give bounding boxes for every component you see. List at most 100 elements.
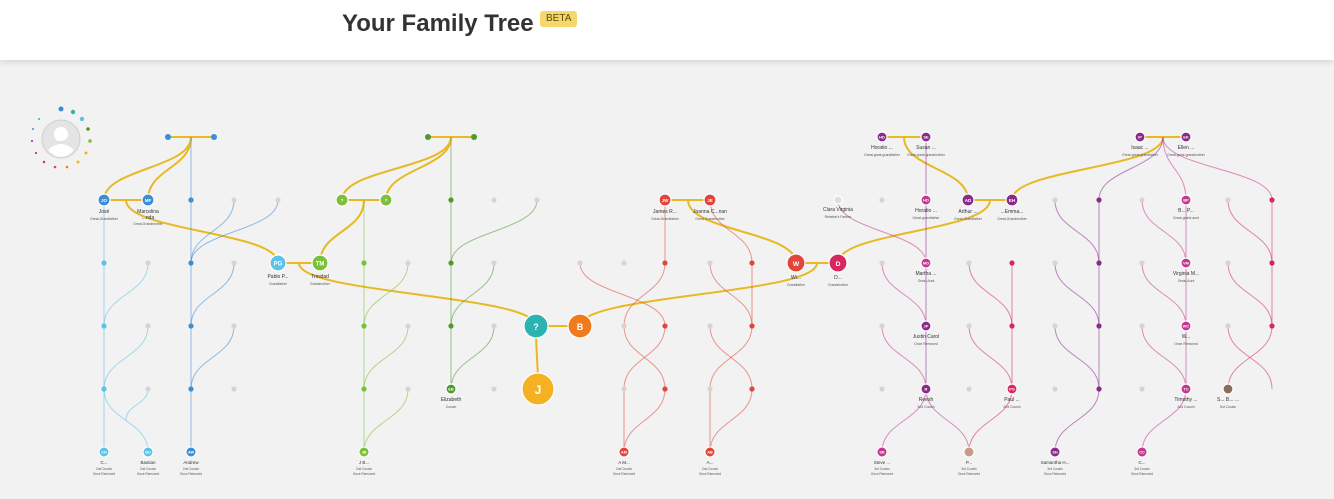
placeholder-dot[interactable] xyxy=(1096,260,1102,266)
horatio-node[interactable] xyxy=(920,194,932,206)
ancestor-count-widget[interactable]: 8 xyxy=(28,106,94,172)
unknown-green-2-node[interactable] xyxy=(379,193,393,207)
reesh-node[interactable] xyxy=(920,383,932,395)
placeholder-dot[interactable] xyxy=(1269,323,1275,329)
placeholder-dot[interactable] xyxy=(1096,386,1102,392)
placeholder-dot[interactable] xyxy=(491,323,497,329)
wc-node[interactable] xyxy=(1180,320,1192,332)
placeholder-dot[interactable] xyxy=(879,323,885,329)
arthur-node[interactable] xyxy=(961,193,975,207)
marcelina-node[interactable] xyxy=(141,193,155,207)
grandfather-w-node[interactable] xyxy=(786,253,806,273)
placeholder-dot[interactable] xyxy=(188,386,194,392)
placeholder-dot[interactable] xyxy=(1052,260,1058,266)
placeholder-dot[interactable] xyxy=(1052,197,1058,203)
placeholder-dot[interactable] xyxy=(491,197,497,203)
placeholder-dot[interactable] xyxy=(621,323,627,329)
bottom-row-node[interactable] xyxy=(963,446,975,458)
placeholder-dot[interactable] xyxy=(1225,197,1231,203)
emma-node[interactable] xyxy=(1005,193,1019,207)
placeholder-dot[interactable] xyxy=(101,386,107,392)
unknown-green-1-node[interactable] xyxy=(335,193,349,207)
placeholder-dot[interactable] xyxy=(662,323,668,329)
placeholder-dot[interactable] xyxy=(1139,386,1145,392)
placeholder-dot[interactable] xyxy=(1096,323,1102,329)
placeholder-dot[interactable] xyxy=(707,260,713,266)
placeholder-dot[interactable] xyxy=(621,260,627,266)
joanna-node[interactable] xyxy=(703,193,717,207)
root-person-node[interactable] xyxy=(521,372,555,406)
placeholder-dot[interactable] xyxy=(1139,260,1145,266)
placeholder-dot[interactable] xyxy=(231,260,237,266)
placeholder-dot[interactable] xyxy=(1052,386,1058,392)
placeholder-dot[interactable] xyxy=(1225,323,1231,329)
parent-2-node[interactable] xyxy=(567,313,593,339)
bottom-row-node[interactable] xyxy=(98,446,110,458)
ellen-node[interactable] xyxy=(1180,131,1192,143)
virginia-node[interactable] xyxy=(1180,257,1192,269)
placeholder-dot[interactable] xyxy=(1009,323,1015,329)
placeholder-dot[interactable] xyxy=(1052,323,1058,329)
placeholder-dot[interactable] xyxy=(231,323,237,329)
placeholder-dot[interactable] xyxy=(749,323,755,329)
placeholder-dot[interactable] xyxy=(145,323,151,329)
ancestor-dot[interactable] xyxy=(471,134,477,140)
placeholder-dot[interactable] xyxy=(1269,260,1275,266)
placeholder-dot[interactable] xyxy=(966,386,972,392)
placeholder-dot[interactable] xyxy=(534,197,540,203)
tc-node[interactable] xyxy=(1180,383,1192,395)
placeholder-dot[interactable] xyxy=(966,260,972,266)
placeholder-dot[interactable] xyxy=(1225,260,1231,266)
placeholder-dot[interactable] xyxy=(275,197,281,203)
bottom-row-node[interactable] xyxy=(704,446,716,458)
ancestor-dot[interactable] xyxy=(211,134,217,140)
horatio-top-node[interactable] xyxy=(876,131,888,143)
placeholder-dot[interactable] xyxy=(405,260,411,266)
placeholder-dot[interactable] xyxy=(448,260,454,266)
martha-node[interactable] xyxy=(920,257,932,269)
trinidad-node[interactable] xyxy=(311,254,329,272)
bottom-row-node[interactable] xyxy=(358,446,370,458)
justin-node[interactable] xyxy=(920,320,932,332)
placeholder-dot[interactable] xyxy=(879,260,885,266)
placeholder-dot[interactable] xyxy=(101,260,107,266)
bottom-row-node[interactable] xyxy=(876,446,888,458)
placeholder-dot[interactable] xyxy=(101,323,107,329)
paul-node[interactable] xyxy=(1006,383,1018,395)
placeholder-dot[interactable] xyxy=(405,386,411,392)
placeholder-dot[interactable] xyxy=(621,386,627,392)
placeholder-dot[interactable] xyxy=(879,386,885,392)
placeholder-dot[interactable] xyxy=(879,197,885,203)
placeholder-dot[interactable] xyxy=(448,197,454,203)
placeholder-dot[interactable] xyxy=(491,386,497,392)
placeholder-dot[interactable] xyxy=(707,323,713,329)
bottom-row-node[interactable] xyxy=(1136,446,1148,458)
placeholder-dot[interactable] xyxy=(707,386,713,392)
placeholder-dot[interactable] xyxy=(448,323,454,329)
sec-node[interactable] xyxy=(1222,383,1234,395)
james-node[interactable] xyxy=(658,193,672,207)
placeholder-dot[interactable] xyxy=(188,197,194,203)
bp-node[interactable] xyxy=(1180,194,1192,206)
placeholder-dot[interactable] xyxy=(1009,260,1015,266)
placeholder-dot[interactable] xyxy=(231,386,237,392)
placeholder-dot[interactable] xyxy=(145,260,151,266)
bottom-row-node[interactable] xyxy=(142,446,154,458)
susan-top-node[interactable] xyxy=(920,131,932,143)
parent-1-node[interactable] xyxy=(523,313,549,339)
placeholder-dot[interactable] xyxy=(1139,197,1145,203)
placeholder-dot[interactable] xyxy=(1269,197,1275,203)
placeholder-dot[interactable] xyxy=(405,323,411,329)
bottom-row-node[interactable] xyxy=(618,446,630,458)
placeholder-dot[interactable] xyxy=(577,260,583,266)
isaac-node[interactable] xyxy=(1134,131,1146,143)
placeholder-dot[interactable] xyxy=(662,386,668,392)
placeholder-dot[interactable] xyxy=(1096,197,1102,203)
placeholder-dot[interactable] xyxy=(491,260,497,266)
placeholder-dot[interactable] xyxy=(145,386,151,392)
bottom-row-node[interactable] xyxy=(1049,446,1061,458)
placeholder-dot[interactable] xyxy=(188,323,194,329)
ancestor-dot[interactable] xyxy=(165,134,171,140)
placeholder-dot[interactable] xyxy=(749,260,755,266)
